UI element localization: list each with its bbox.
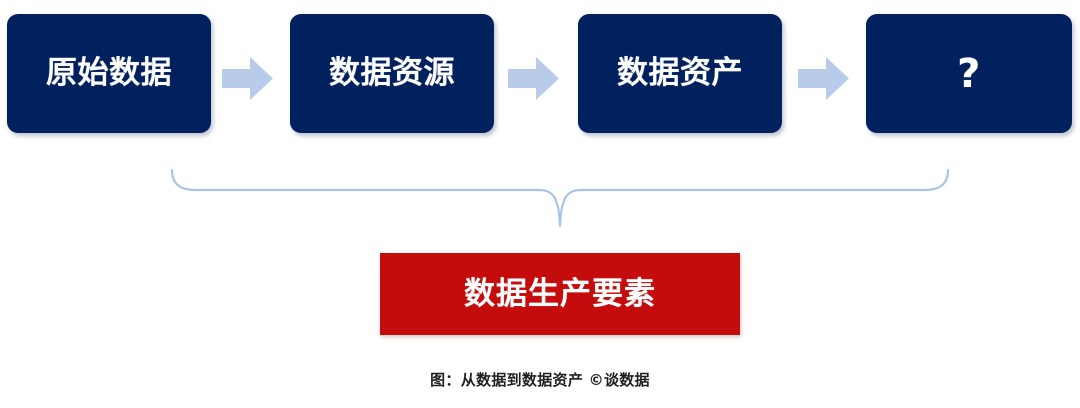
stage-box-raw-data[interactable]: 原始数据 <box>7 14 211 133</box>
curly-brace-down-icon <box>160 168 960 240</box>
right-block-arrow-icon <box>508 57 559 100</box>
right-block-arrow-icon <box>222 57 273 100</box>
right-block-arrow-icon <box>798 57 849 100</box>
stage-box-label: 原始数据 <box>46 55 172 91</box>
stage-box-label: 数据资源 <box>329 55 455 91</box>
result-box-data-production-factor[interactable]: 数据生产要素 <box>380 253 740 335</box>
stage-box-data-asset[interactable]: 数据资产 <box>578 14 782 133</box>
result-box-label: 数据生产要素 <box>464 275 656 312</box>
stage-box-unknown[interactable]: ? <box>866 14 1072 133</box>
stage-box-data-resource[interactable]: 数据资源 <box>290 14 494 133</box>
stage-box-label: ? <box>957 50 981 97</box>
figure-caption: 图：从数据到数据资产 ©谈数据 <box>430 371 650 389</box>
stage-box-label: 数据资产 <box>617 55 743 91</box>
